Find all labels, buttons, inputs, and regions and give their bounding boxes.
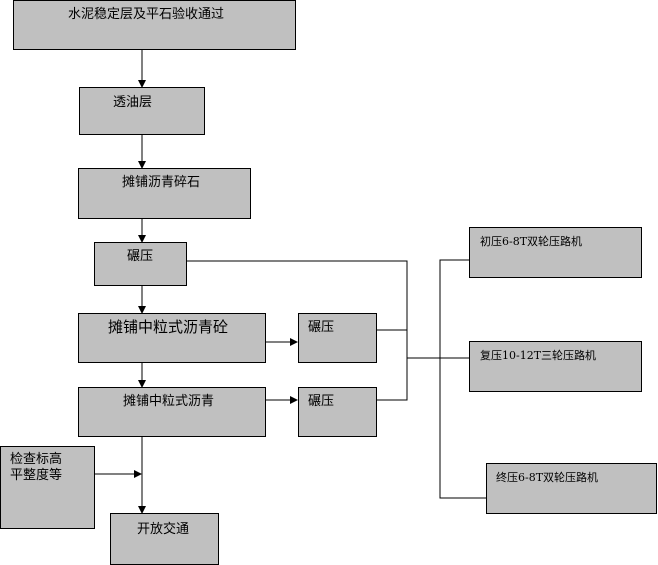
node-final-roll: 终压6-8T双轮压路机	[486, 463, 657, 514]
line-bracket	[439, 259, 486, 499]
line-roll1-merge	[187, 260, 408, 330]
node-roll-1: 碾压	[94, 242, 187, 286]
node-roll-3: 碾压	[298, 387, 377, 437]
node-open-traffic: 开放交通	[110, 513, 219, 565]
node-inspection: 检查标高 平整度等	[0, 446, 95, 529]
node-base-acceptance: 水泥稳定层及平石验收通过	[13, 0, 296, 50]
node-spread-chips: 摊铺沥青碎石	[78, 168, 251, 219]
node-initial-roll: 初压6-8T双轮压路机	[469, 227, 642, 278]
line-roll3-merge	[377, 358, 408, 401]
line-roll2-merge	[377, 329, 408, 358]
node-prime-coat: 透油层	[79, 87, 205, 135]
node-spread-medium-concrete: 摊铺中粒式沥青砼	[78, 313, 266, 363]
node-roll-2: 碾压	[298, 313, 377, 363]
node-spread-medium-asphalt: 摊铺中粒式沥青	[78, 387, 266, 437]
node-re-roll: 复压10-12T三轮压路机	[469, 341, 642, 392]
